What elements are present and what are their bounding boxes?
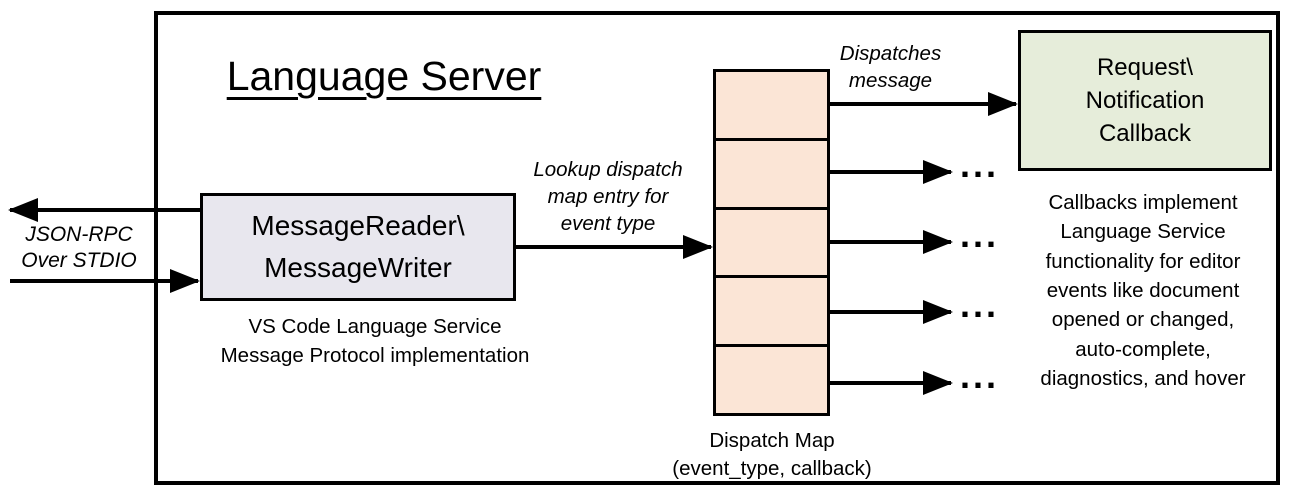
dispatch-map-caption: Dispatch Map (event_type, callback) xyxy=(672,429,872,480)
dispatch-map-box xyxy=(713,69,830,416)
more-callbacks-ellipsis: ... xyxy=(960,355,1000,396)
dispatch-map-cell xyxy=(716,72,827,138)
dispatch-map-cell xyxy=(716,275,827,344)
callbacks-note: Callbacks implement Language Service fun… xyxy=(1040,191,1246,390)
reader-box-caption: VS Code Language Service Message Protoco… xyxy=(220,315,530,368)
dispatches-message-label: Dispatches message xyxy=(839,42,942,93)
diagram-title: Language Server xyxy=(226,53,542,99)
request-notification-callback-box: Request\ Notification Callback xyxy=(1018,30,1272,171)
more-callbacks-ellipsis: ... xyxy=(960,214,1000,255)
message-reader-writer-box: MessageReader\ MessageWriter xyxy=(200,193,516,301)
lookup-dispatch-label: Lookup dispatch map entry for event type xyxy=(533,158,683,236)
dispatch-map-cell xyxy=(716,137,827,207)
dispatch-map-cell xyxy=(716,206,827,276)
more-callbacks-ellipsis: ... xyxy=(960,144,1000,185)
stdio-channel-label: JSON-RPC Over STDIO xyxy=(21,223,137,272)
more-callbacks-ellipsis: ... xyxy=(960,284,1000,325)
dispatch-map-cell xyxy=(716,344,827,413)
